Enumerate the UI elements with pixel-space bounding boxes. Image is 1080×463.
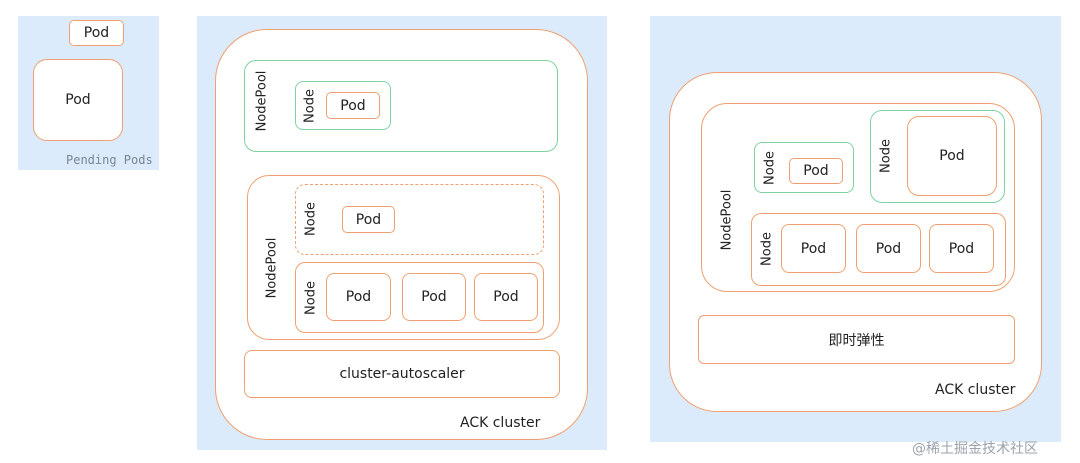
- node-label: Node: [303, 281, 319, 315]
- pod: Pod: [907, 116, 997, 196]
- pod-label: Pod: [493, 289, 519, 305]
- pod-label: Pod: [939, 148, 965, 164]
- pending-pod-small: Pod: [69, 20, 124, 46]
- pod: Pod: [326, 273, 391, 321]
- pod-label: Pod: [421, 289, 447, 305]
- pod: Pod: [326, 92, 380, 119]
- node-label: Node: [302, 89, 318, 123]
- pending-pod-big: Pod: [33, 59, 123, 141]
- pod-label: Pod: [65, 92, 91, 108]
- pod: Pod: [929, 224, 994, 273]
- pending-pods-caption: Pending Pods: [66, 153, 153, 167]
- nodepool-2-label: NodePool: [264, 237, 280, 299]
- ack-cluster-right-label: ACK cluster: [935, 382, 1016, 398]
- pod-label: Pod: [803, 163, 829, 179]
- cluster-autoscaler-box: cluster-autoscaler: [244, 350, 560, 398]
- nodepool-1-label: NodePool: [254, 70, 270, 132]
- node-label: Node: [878, 139, 894, 173]
- nodepool-2-node-dashed: [295, 184, 544, 255]
- nodepool-1: [244, 60, 558, 152]
- instant-elasticity-box: 即时弹性: [698, 315, 1015, 364]
- pod-label: Pod: [355, 211, 382, 228]
- pod-label: Pod: [800, 240, 827, 257]
- pod-label: Pod: [345, 289, 372, 305]
- pod: Pod: [342, 206, 395, 233]
- instant-elasticity-label: 即时弹性: [828, 332, 885, 349]
- pod: Pod: [789, 158, 843, 184]
- pod: Pod: [856, 224, 921, 273]
- pod-label: Pod: [340, 97, 366, 114]
- pod: Pod: [781, 224, 846, 273]
- pod-label: Pod: [948, 240, 975, 257]
- pod-label: Pod: [83, 25, 110, 41]
- pod: Pod: [402, 273, 466, 321]
- ack-cluster-left-label: ACK cluster: [460, 415, 541, 431]
- cluster-autoscaler-label: cluster-autoscaler: [339, 366, 465, 382]
- nodepool-right-label: NodePool: [719, 189, 735, 251]
- pod: Pod: [474, 273, 538, 321]
- node-label: Node: [303, 202, 319, 236]
- pod-label: Pod: [875, 240, 902, 257]
- node-label: Node: [762, 151, 778, 185]
- watermark: @稀土掘金技术社区: [912, 441, 1038, 457]
- node-label: Node: [759, 232, 775, 266]
